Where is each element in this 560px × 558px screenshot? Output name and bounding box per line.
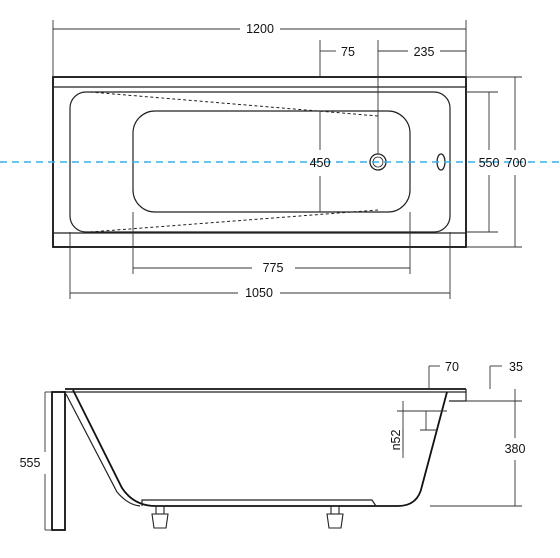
dim-inner-width: 450 — [310, 156, 331, 170]
tub-body-outline — [72, 389, 448, 507]
dim-inner-length: 775 — [263, 261, 284, 275]
tub-body-inner-line — [65, 393, 141, 507]
dim-waste-offset: 75 — [341, 45, 355, 59]
dim-rim-thickness: 35 — [509, 360, 523, 374]
apron-panel — [51, 391, 66, 531]
dim-overflow-diameter: n52 — [389, 430, 403, 451]
foot-right-icon — [326, 505, 344, 529]
dim-overflow-height: 380 — [505, 442, 526, 456]
dim-rim-step: 70 — [445, 360, 459, 374]
dim-overall-width: 700 — [506, 156, 527, 170]
top-view-slope-line-top — [89, 91, 379, 117]
dim-total-height: 555 — [20, 456, 41, 470]
tub-base — [141, 499, 377, 507]
top-view-slope-line-bottom — [89, 209, 379, 233]
dim-rim-width: 550 — [479, 156, 500, 170]
overflow-fitting-icon — [397, 401, 447, 458]
top-view: 1200 75 235 450 550 700 775 — [0, 20, 560, 300]
dim-waste-from-end: 235 — [414, 45, 435, 59]
side-view: 555 70 35 380 n52 — [20, 360, 526, 531]
dim-rim-length: 1050 — [245, 286, 273, 300]
foot-left-icon — [151, 505, 169, 529]
dim-overall-length: 1200 — [246, 22, 274, 36]
